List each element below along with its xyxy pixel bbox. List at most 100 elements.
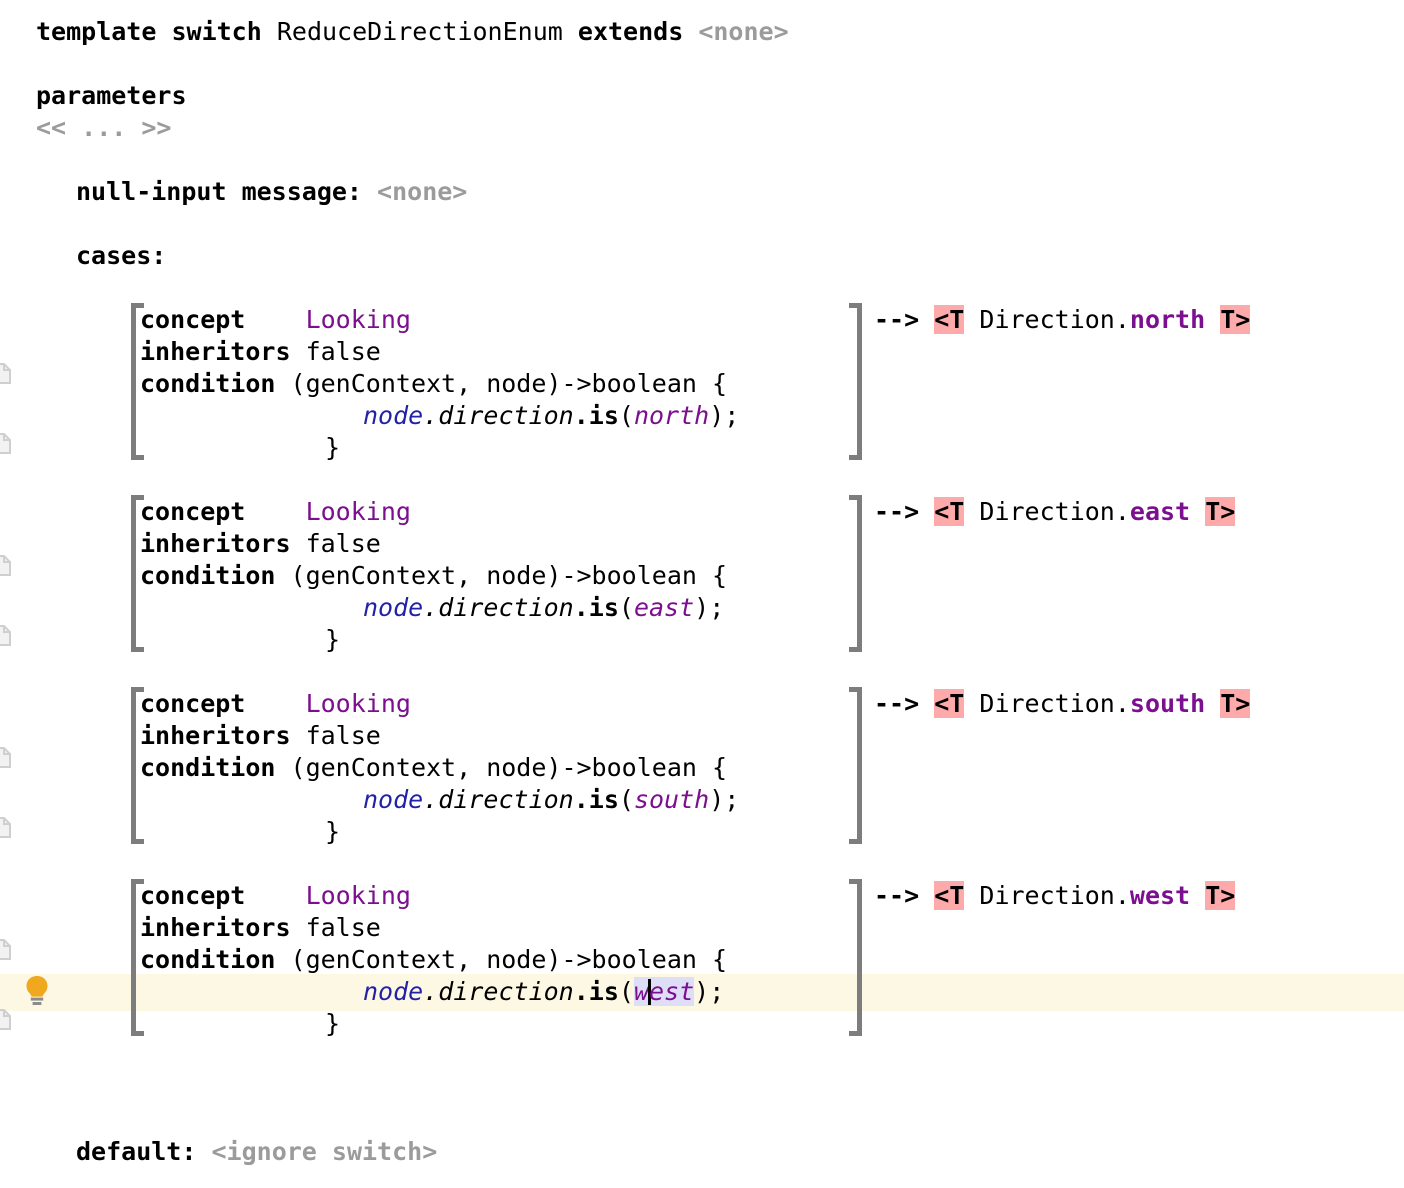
output-prefix[interactable]: Direction.	[979, 689, 1130, 718]
case-condition-close-brace: }	[325, 817, 341, 846]
concept-value[interactable]: Looking	[305, 881, 411, 910]
case-condition-close-brace: }	[325, 1009, 341, 1038]
lightbulb-icon[interactable]	[24, 975, 50, 1007]
is-method[interactable]: .is	[573, 401, 619, 430]
concept-label: concept	[140, 689, 246, 718]
template-header: template switch ReduceDirectionEnum exte…	[36, 16, 789, 48]
inheritors-value[interactable]: false	[305, 337, 381, 366]
node-receiver[interactable]: node	[363, 401, 424, 430]
case-condition-row: condition (genContext, node)->boolean {	[140, 752, 727, 784]
template-fragment-close-tag[interactable]: T>	[1220, 305, 1251, 334]
case-bracket-right	[849, 303, 862, 460]
default-value[interactable]: <ignore switch>	[211, 1137, 438, 1166]
enum-arg-after-caret: est	[649, 977, 695, 1006]
enum-member-arg[interactable]: east	[633, 593, 695, 622]
is-method[interactable]: .is	[573, 785, 619, 814]
inheritors-label: inheritors	[140, 721, 291, 750]
paren-open: (	[618, 785, 634, 814]
case-condition-close-brace: }	[325, 433, 341, 462]
condition-signature[interactable]: (genContext, node)->boolean {	[290, 945, 728, 974]
template-fragment-open-tag[interactable]: <T	[934, 689, 965, 718]
case-bracket-right	[849, 879, 862, 1036]
output-prefix[interactable]: Direction.	[979, 881, 1130, 910]
concept-value[interactable]: Looking	[305, 689, 411, 718]
inheritors-value[interactable]: false	[305, 913, 381, 942]
case-condition-row: condition (genContext, node)->boolean {	[140, 560, 727, 592]
case-condition-row: condition (genContext, node)->boolean {	[140, 368, 727, 400]
case-condition-body[interactable]: node.direction.is(north);	[363, 400, 739, 432]
case-bracket-left	[131, 879, 144, 1036]
node-document-icon[interactable]	[0, 363, 11, 384]
node-receiver[interactable]: node	[363, 785, 424, 814]
enum-member-arg[interactable]: north	[633, 401, 710, 430]
concept-value[interactable]: Looking	[305, 305, 411, 334]
template-name[interactable]: ReduceDirectionEnum	[276, 17, 563, 46]
direction-property[interactable]: .direction	[423, 593, 574, 622]
direction-property[interactable]: .direction	[423, 977, 574, 1006]
default-case-row: default: <ignore switch>	[76, 1136, 437, 1168]
node-receiver[interactable]: node	[363, 593, 424, 622]
caret-line-highlight	[0, 974, 1404, 1011]
template-fragment-close-tag[interactable]: T>	[1220, 689, 1251, 718]
node-document-icon[interactable]	[0, 433, 11, 454]
node-document-icon[interactable]	[0, 555, 11, 576]
output-prefix[interactable]: Direction.	[979, 305, 1130, 334]
enum-member-arg-selected[interactable]: west	[633, 977, 695, 1006]
condition-signature[interactable]: (genContext, node)->boolean {	[290, 561, 728, 590]
is-method[interactable]: .is	[573, 593, 619, 622]
reduce-arrow: -->	[874, 497, 920, 526]
inheritors-label: inheritors	[140, 337, 291, 366]
output-prefix[interactable]: Direction.	[979, 497, 1130, 526]
node-document-icon[interactable]	[0, 747, 11, 768]
output-enum-value[interactable]: west	[1129, 881, 1191, 910]
output-enum-value[interactable]: north	[1129, 305, 1206, 334]
case-output-row: --> <T Direction.north T>	[874, 304, 1251, 336]
case-concept-row: concept Looking	[140, 688, 411, 720]
null-input-message-value[interactable]: <none>	[377, 177, 468, 206]
condition-signature[interactable]: (genContext, node)->boolean {	[290, 369, 728, 398]
output-enum-value[interactable]: south	[1129, 689, 1206, 718]
template-fragment-close-tag[interactable]: T>	[1205, 497, 1236, 526]
concept-label: concept	[140, 497, 246, 526]
inheritors-value[interactable]: false	[305, 529, 381, 558]
cases-label: cases:	[76, 241, 167, 270]
case-inheritors-row: inheritors false	[140, 528, 381, 560]
case-inheritors-row: inheritors false	[140, 912, 381, 944]
reduce-arrow: -->	[874, 689, 920, 718]
concept-value[interactable]: Looking	[305, 497, 411, 526]
direction-property[interactable]: .direction	[423, 785, 574, 814]
inheritors-label: inheritors	[140, 529, 291, 558]
reduce-arrow: -->	[874, 305, 920, 334]
case-inheritors-row: inheritors false	[140, 720, 381, 752]
case-condition-body-active[interactable]: node.direction.is(west);	[363, 976, 724, 1008]
case-condition-body[interactable]: node.direction.is(east);	[363, 592, 724, 624]
is-method[interactable]: .is	[573, 977, 619, 1006]
enum-arg-before-caret: w	[633, 977, 650, 1006]
template-fragment-close-tag[interactable]: T>	[1205, 881, 1236, 910]
enum-member-arg[interactable]: south	[633, 785, 710, 814]
paren-close-semicolon: );	[694, 977, 725, 1006]
template-switch-keyword: template switch	[36, 17, 262, 46]
template-fragment-open-tag[interactable]: <T	[934, 881, 965, 910]
inheritors-value[interactable]: false	[305, 721, 381, 750]
node-receiver[interactable]: node	[363, 977, 424, 1006]
output-enum-value[interactable]: east	[1129, 497, 1191, 526]
condition-signature[interactable]: (genContext, node)->boolean {	[290, 753, 728, 782]
parameters-value[interactable]: << ... >>	[36, 113, 172, 142]
direction-property[interactable]: .direction	[423, 401, 574, 430]
template-fragment-open-tag[interactable]: <T	[934, 305, 965, 334]
case-condition-body[interactable]: node.direction.is(south);	[363, 784, 739, 816]
paren-open: (	[618, 593, 634, 622]
case-output-row: --> <T Direction.south T>	[874, 688, 1251, 720]
condition-label: condition	[140, 753, 276, 782]
node-document-icon[interactable]	[0, 939, 11, 960]
node-document-icon[interactable]	[0, 625, 11, 646]
template-fragment-open-tag[interactable]: <T	[934, 497, 965, 526]
extends-value[interactable]: <none>	[698, 17, 789, 46]
default-label: default:	[76, 1137, 197, 1166]
inheritors-label: inheritors	[140, 913, 291, 942]
concept-label: concept	[140, 881, 246, 910]
node-document-icon[interactable]	[0, 817, 11, 838]
case-bracket-left	[131, 303, 144, 460]
node-document-icon[interactable]	[0, 1009, 11, 1030]
